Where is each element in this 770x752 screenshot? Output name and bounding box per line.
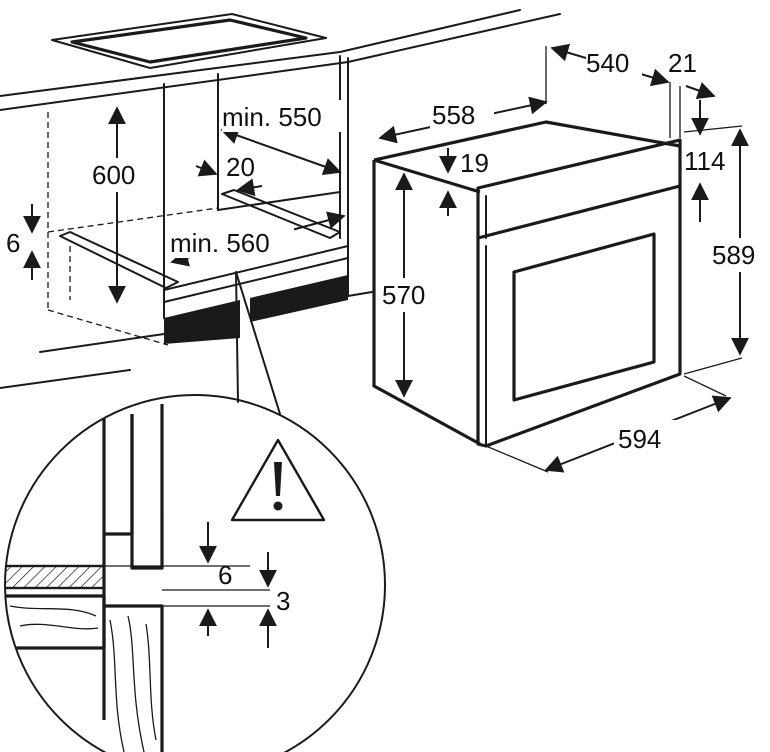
hob-glass — [70, 18, 308, 64]
hob-outline — [51, 13, 327, 69]
hatched-shelf — [5, 564, 106, 590]
warning-triangle-icon — [230, 438, 326, 522]
countertop-edge-front — [0, 13, 561, 111]
plinth-left — [164, 300, 240, 344]
dim-vent-offset: 20 — [226, 152, 255, 182]
detail-callout: 6 3 — [4, 271, 386, 752]
dim-arrow-cabinet-depth — [220, 126, 342, 176]
oven-front — [476, 138, 682, 448]
dim-cabinet-height: 600 — [92, 160, 135, 190]
cabinet — [0, 9, 561, 389]
dim-total-height: 589 — [712, 240, 755, 270]
oven-top — [373, 120, 681, 162]
dim-front-thickness: 21 — [668, 48, 697, 78]
plinth-right — [250, 275, 348, 322]
cabinet-dimensions: 600 min. 550 20 min. 560 6 — [6, 100, 346, 304]
dim-detail-gap: 6 — [218, 560, 232, 590]
countertop-edge-back — [0, 9, 521, 97]
dim-oven-depth-body: 540 — [586, 48, 629, 78]
dim-total-width: 594 — [618, 424, 661, 454]
control-panel-line — [477, 184, 681, 240]
dim-detail-step: 3 — [276, 586, 290, 616]
oven — [372, 46, 743, 473]
dim-cabinet-width: min. 560 — [170, 228, 270, 258]
dim-body-height: 570 — [382, 280, 425, 310]
dim-rail-height: 6 — [6, 228, 20, 258]
dim-panel-top: 19 — [460, 148, 489, 178]
dim-oven-depth-top: 558 — [432, 100, 475, 130]
dim-cabinet-depth: min. 550 — [222, 102, 322, 132]
dim-control-panel-height: 114 — [684, 146, 725, 176]
rail-left — [59, 231, 179, 289]
oven-window — [512, 232, 656, 402]
oven-dimensions: 558 540 21 19 114 570 589 594 — [378, 43, 770, 473]
oven-side — [372, 160, 481, 446]
